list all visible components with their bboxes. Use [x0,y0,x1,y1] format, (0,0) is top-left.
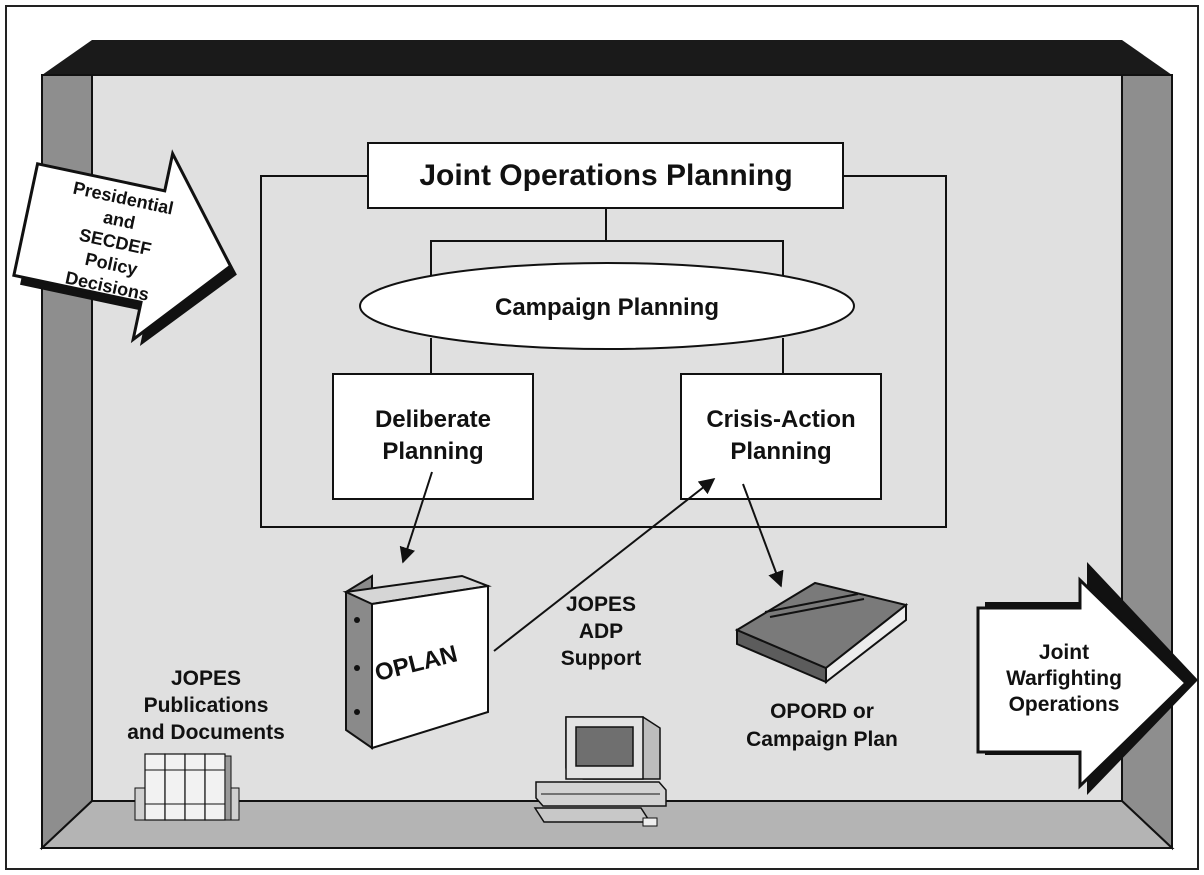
arrow-deliberate-to-oplan [399,471,433,564]
deliberate-planning-box [332,373,534,500]
jopes-adp-label-2: ADP [579,620,623,643]
room-ceiling [42,40,1172,75]
arrow-crisis-to-opord [742,483,784,588]
planning-outer-bracket [260,175,947,528]
jopes-pubs-label-2: Publications [144,694,269,717]
oplan-binder-icon [342,574,492,750]
arrow-oplan-to-crisis [493,478,716,652]
publications-icon [134,753,240,821]
connector-campaign-top [430,240,784,275]
opord-label-1: OPORD or [770,700,874,723]
title-box [367,142,844,209]
computer-icon [533,716,667,827]
opord-label-2: Campaign Plan [746,728,898,751]
deliberate-label-2: Planning [382,438,483,465]
policy-input-arrow [12,149,237,347]
jopes-adp-label-3: Support [561,647,641,670]
output-arrow-line-3: Operations [1009,693,1120,716]
output-arrow-line-2: Warfighting [1006,667,1122,690]
jopes-pubs-label-1: JOPES [171,667,241,690]
crisis-label-1: Crisis-Action [706,406,855,433]
campaign-planning-label: Campaign Planning [495,294,719,321]
warfighting-output-arrow [976,562,1198,795]
deliberate-label-1: Deliberate [375,406,491,433]
opord-book-icon [734,581,909,685]
crisis-label-2: Planning [730,438,831,465]
output-arrow-line-1: Joint [1039,641,1089,664]
jopes-adp-label-1: JOPES [566,593,636,616]
campaign-planning-ellipse [359,262,855,350]
title-label: Joint Operations Planning [419,159,792,192]
jopes-pubs-label-3: and Documents [127,721,285,744]
